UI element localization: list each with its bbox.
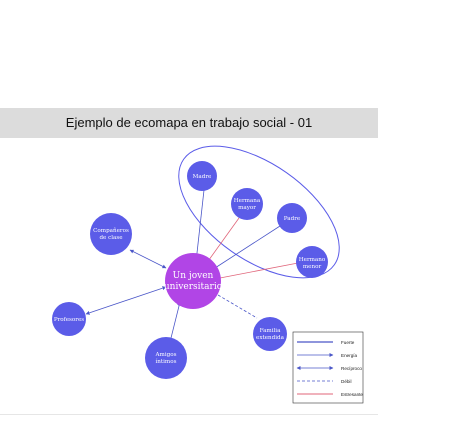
- bottom-divider: [0, 414, 378, 415]
- connector-hermana-mayor: [205, 217, 240, 265]
- svg-text:Madre: Madre: [193, 174, 212, 180]
- legend-label-energy: Energía: [341, 353, 358, 358]
- svg-text:extendida: extendida: [256, 335, 285, 341]
- node-madre: Madre: [187, 161, 217, 191]
- node-companeros: Compañeros de clase: [90, 213, 132, 255]
- diagram-title: Ejemplo de ecomapa en trabajo social - 0…: [65, 115, 313, 130]
- node-hermana-mayor: Hermana mayor: [231, 188, 263, 220]
- legend-label-strong: Fuerte: [341, 340, 355, 345]
- node-familia: Familia extendida: [253, 317, 287, 351]
- connector-madre: [195, 189, 205, 263]
- svg-text:universitario: universitario: [164, 282, 222, 292]
- family-group-ellipse: [178, 145, 340, 279]
- connector-padre: [214, 225, 281, 269]
- connector-profesores: [85, 286, 167, 315]
- connector-companeros: [129, 249, 167, 269]
- svg-text:menor: menor: [303, 264, 322, 270]
- legend-label-weak: Débil: [341, 379, 351, 384]
- connector-amigos: [168, 301, 182, 343]
- node-padre: Padre: [277, 203, 307, 233]
- node-profesores: Profesores: [52, 302, 86, 336]
- svg-text:Padre: Padre: [284, 216, 301, 222]
- svg-text:íntimos: íntimos: [156, 358, 177, 365]
- svg-text:Compañeros: Compañeros: [93, 227, 129, 234]
- connector-hermano-menor: [219, 262, 299, 279]
- legend: Fuerte Energía Recíproco Débil Estresant…: [292, 331, 363, 404]
- svg-text:mayor: mayor: [238, 205, 256, 211]
- node-hermano-menor: Hermano menor: [296, 246, 328, 278]
- svg-text:Profesores: Profesores: [54, 317, 84, 323]
- svg-text:Amigos: Amigos: [155, 352, 177, 358]
- svg-text:Hermana: Hermana: [234, 198, 261, 204]
- connector-familia: [217, 294, 258, 319]
- svg-text:Un joven: Un joven: [173, 271, 214, 281]
- node-amigos: Amigos íntimos: [145, 337, 187, 379]
- title-bar: Ejemplo de ecomapa en trabajo social - 0…: [0, 108, 378, 138]
- svg-text:Familia: Familia: [260, 328, 282, 334]
- node-center: Un joven universitario: [164, 253, 222, 309]
- legend-label-stressful: Estresante: [341, 392, 363, 397]
- svg-text:de clase: de clase: [99, 235, 123, 241]
- legend-label-reciprocal: Recíproco: [341, 366, 362, 371]
- svg-text:Hermano: Hermano: [299, 257, 326, 263]
